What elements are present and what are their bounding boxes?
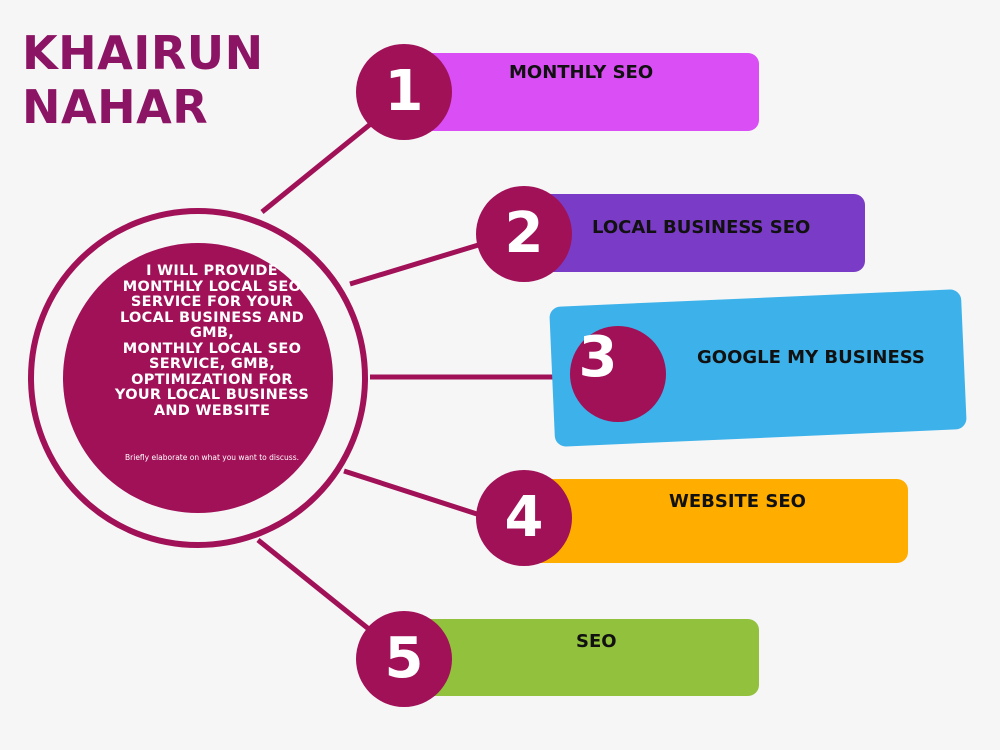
item-1-label: MONTHLY SEO xyxy=(509,62,654,83)
item-3-number: 3 xyxy=(578,325,618,390)
hub-line: LOCAL BUSINESS AND xyxy=(120,309,304,326)
hub-line: SERVICE FOR YOUR xyxy=(130,294,294,310)
item-4-label: WEBSITE SEO xyxy=(669,491,806,512)
hub-line: OPTIMIZATION FOR xyxy=(131,371,293,388)
item-4-bar xyxy=(520,479,908,563)
item-3-label: GOOGLE MY BUSINESS xyxy=(697,347,925,368)
hub-line: SERVICE, GMB, xyxy=(148,356,276,372)
hub-line: MONTHLY LOCAL SEO xyxy=(122,278,302,295)
item-2-label: LOCAL BUSINESS SEO xyxy=(592,217,811,238)
hub-description: I WILL PROVIDE MONTHLY LOCAL SEO SERVICE… xyxy=(102,263,322,419)
item-5-badge: 5 xyxy=(356,611,452,707)
title-line-2: NAHAR xyxy=(22,80,209,134)
item-1-number: 1 xyxy=(384,59,424,124)
item-1-badge: 1 xyxy=(356,44,452,140)
hub-line: YOUR LOCAL BUSINESS xyxy=(114,387,310,403)
connector-4 xyxy=(343,468,481,518)
hub-line: MONTHLY LOCAL SEO xyxy=(122,340,302,357)
title-line-1: KHAIRUN xyxy=(22,26,264,80)
item-5-label: SEO xyxy=(576,631,617,652)
item-2-bar xyxy=(520,194,865,272)
connector-1 xyxy=(260,116,380,214)
item-1-bar xyxy=(400,53,759,131)
item-2-badge: 2 xyxy=(476,186,572,282)
hub-line: AND WEBSITE xyxy=(153,402,271,419)
item-4-number: 4 xyxy=(504,485,544,550)
connector-5 xyxy=(256,538,372,632)
hub-subtext: Briefly elaborate on what you want to di… xyxy=(125,453,299,462)
connector-2 xyxy=(349,240,486,287)
item-5-bar xyxy=(400,619,759,696)
hub-line: I WILL PROVIDE xyxy=(146,263,278,279)
item-3-badge: 3 xyxy=(570,326,666,422)
item-2-number: 2 xyxy=(504,201,544,266)
hub-circle xyxy=(63,243,333,513)
item-5-number: 5 xyxy=(384,626,424,691)
page-title: KHAIRUN NAHAR xyxy=(22,26,264,134)
hub-line: GMB, xyxy=(189,325,235,341)
item-4-badge: 4 xyxy=(476,470,572,566)
